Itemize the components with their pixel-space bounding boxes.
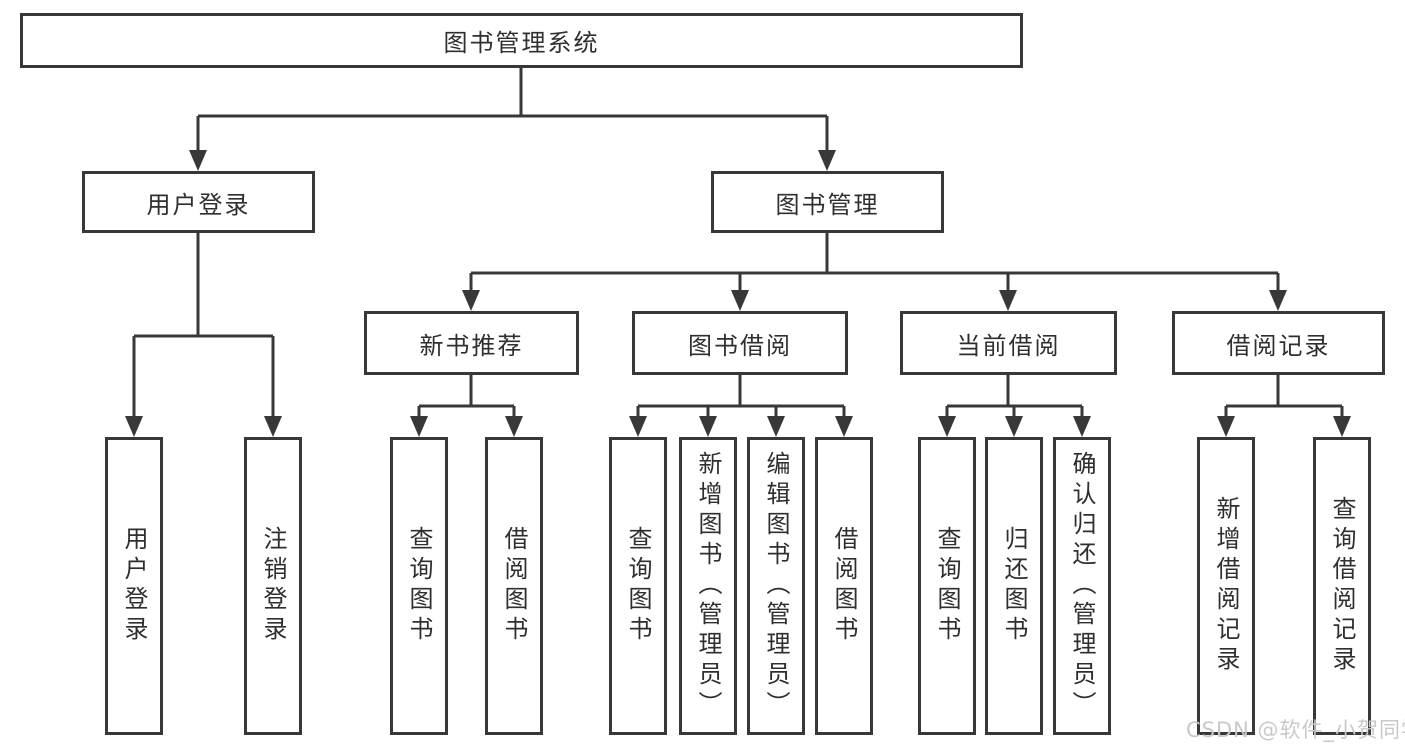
- node-label: 注销登录: [259, 526, 287, 646]
- node-label: 图书借阅: [688, 331, 792, 360]
- node-leaf-borrow-borrow-books: 借阅图书: [815, 437, 873, 735]
- node-leaf-confirm-return-admin: 确认归还（管理员）: [1053, 437, 1111, 735]
- node-label: 用户登录: [120, 526, 148, 646]
- node-label: 图书管理系统: [443, 29, 600, 57]
- node-label: 查询借阅记录: [1328, 496, 1356, 676]
- node-label: 新增图书（管理员）: [694, 451, 722, 721]
- node-label: 图书管理: [775, 190, 880, 219]
- node-current-borrow: 当前借阅: [900, 311, 1117, 375]
- node-label: 查询图书: [933, 526, 961, 646]
- node-leaf-edit-book-admin: 编辑图书（管理员）: [747, 437, 805, 735]
- node-label: 用户登录: [146, 190, 251, 219]
- node-label: 编辑图书（管理员）: [762, 451, 790, 721]
- node-borrow-records: 借阅记录: [1172, 311, 1385, 375]
- node-label: 新增借阅记录: [1212, 496, 1240, 676]
- node-label: 当前借阅: [956, 331, 1061, 360]
- node-leaf-user-login: 用户登录: [105, 437, 163, 735]
- node-label: 归还图书: [1000, 526, 1028, 646]
- node-label: 借阅图书: [500, 526, 528, 646]
- node-label: 借阅图书: [830, 526, 858, 646]
- node-leaf-return-book: 归还图书: [985, 437, 1043, 735]
- csdn-watermark: CSDN @软件_小贺同学: [1186, 718, 1405, 742]
- node-label: 确认归还（管理员）: [1068, 451, 1096, 721]
- node-label: 查询图书: [405, 526, 433, 646]
- node-leaf-add-borrow-record: 新增借阅记录: [1197, 437, 1255, 735]
- node-leaf-query-borrow-record: 查询借阅记录: [1313, 437, 1371, 735]
- node-book-borrow: 图书借阅: [632, 311, 848, 375]
- node-library-system: 图书管理系统: [20, 13, 1023, 68]
- node-user-login: 用户登录: [82, 171, 315, 233]
- node-leaf-add-book-admin: 新增图书（管理员）: [679, 437, 737, 735]
- node-label: 新书推荐: [419, 331, 524, 360]
- node-label: 借阅记录: [1226, 331, 1331, 360]
- node-leaf-borrow-query-books: 查询图书: [609, 437, 667, 735]
- node-book-management: 图书管理: [711, 171, 944, 233]
- node-leaf-recommend-borrow-books: 借阅图书: [485, 437, 543, 735]
- node-new-book-recommend: 新书推荐: [364, 311, 579, 375]
- node-leaf-current-query-books: 查询图书: [918, 437, 976, 735]
- node-leaf-logout: 注销登录: [244, 437, 302, 735]
- node-label: 查询图书: [624, 526, 652, 646]
- node-leaf-recommend-query-books: 查询图书: [390, 437, 448, 735]
